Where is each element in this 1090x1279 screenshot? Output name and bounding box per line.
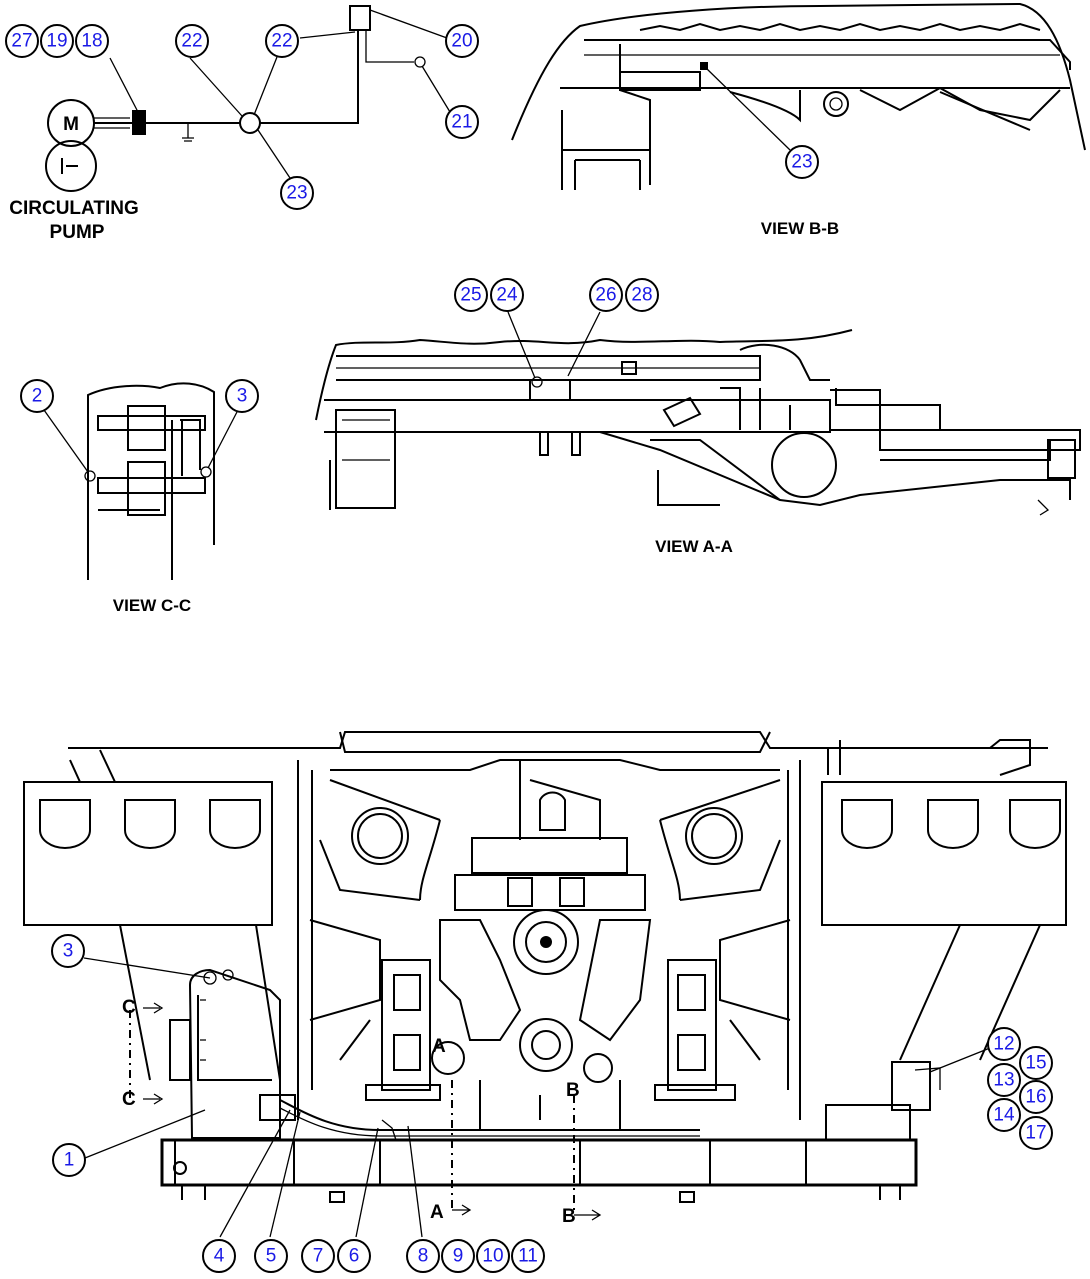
svg-text:14: 14 <box>993 1105 1015 1126</box>
callout-24: 24 <box>490 278 524 312</box>
svg-text:22: 22 <box>181 31 202 52</box>
svg-text:16: 16 <box>1025 1087 1046 1108</box>
callout-9: 9 <box>441 1239 475 1273</box>
svg-text:22: 22 <box>271 31 292 52</box>
svg-text:27: 27 <box>11 31 32 52</box>
callout-11: 11 <box>511 1239 545 1273</box>
svg-text:7: 7 <box>313 1246 324 1267</box>
svg-text:24: 24 <box>496 285 518 306</box>
section-c-top-label: C <box>122 997 136 1018</box>
callout-22-left: 22 <box>175 24 209 58</box>
svg-text:20: 20 <box>451 31 472 52</box>
view-aa-drawing: VIEW A-A <box>315 311 1081 556</box>
svg-text:5: 5 <box>266 1246 277 1267</box>
callout-3-view-cc: 3 <box>225 379 259 413</box>
svg-text:2: 2 <box>32 386 43 407</box>
svg-text:9: 9 <box>453 1246 464 1267</box>
callout-21: 21 <box>445 105 479 139</box>
callout-22-right: 22 <box>265 24 299 58</box>
svg-text:3: 3 <box>237 386 248 407</box>
svg-text:10: 10 <box>482 1246 503 1267</box>
callout-15: 15 <box>1019 1046 1053 1080</box>
view-bb-drawing: VIEW B-B <box>511 2 1086 238</box>
callout-6: 6 <box>337 1239 371 1273</box>
svg-text:3: 3 <box>63 941 74 962</box>
section-b-label: B <box>562 1206 576 1227</box>
callout-8: 8 <box>406 1239 440 1273</box>
svg-text:25: 25 <box>460 285 481 306</box>
circulating-pump-label-line1: CIRCULATING <box>9 198 138 219</box>
callout-17: 17 <box>1019 1116 1053 1150</box>
motor-symbol: M <box>63 114 79 135</box>
section-b-small-label: B <box>566 1080 580 1101</box>
svg-text:28: 28 <box>631 285 652 306</box>
main-machine-view: C C A B A B <box>23 731 1067 1238</box>
svg-text:11: 11 <box>518 1246 538 1267</box>
callout-10: 10 <box>476 1239 510 1273</box>
callout-20: 20 <box>445 24 479 58</box>
callout-2: 2 <box>20 379 54 413</box>
svg-text:12: 12 <box>993 1034 1014 1055</box>
svg-text:4: 4 <box>214 1246 225 1267</box>
svg-text:6: 6 <box>349 1246 360 1267</box>
svg-text:21: 21 <box>451 112 472 133</box>
section-c-bottom-label: C <box>122 1089 136 1110</box>
view-cc-label: VIEW C-C <box>113 596 191 615</box>
section-a-label: A <box>430 1202 444 1223</box>
callout-1: 1 <box>52 1143 86 1177</box>
svg-text:15: 15 <box>1025 1053 1046 1074</box>
callout-23-schematic: 23 <box>280 176 314 210</box>
callout-26: 26 <box>589 278 623 312</box>
callout-4: 4 <box>202 1239 236 1273</box>
callout-12: 12 <box>987 1027 1021 1061</box>
callout-7: 7 <box>301 1239 335 1273</box>
callout-16: 16 <box>1019 1080 1053 1114</box>
view-cc-drawing: VIEW C-C <box>43 382 239 615</box>
svg-text:23: 23 <box>791 152 812 173</box>
callout-3-main: 3 <box>51 934 85 968</box>
view-aa-label: VIEW A-A <box>655 537 733 556</box>
callout-5: 5 <box>254 1239 288 1273</box>
callout-28: 28 <box>625 278 659 312</box>
svg-text:26: 26 <box>595 285 616 306</box>
svg-text:18: 18 <box>81 31 102 52</box>
svg-text:19: 19 <box>46 31 67 52</box>
callout-18: 18 <box>75 24 109 58</box>
callout-13: 13 <box>987 1063 1021 1097</box>
svg-text:1: 1 <box>64 1150 75 1171</box>
callout-23-view-bb: 23 <box>785 145 819 179</box>
svg-text:23: 23 <box>286 183 307 204</box>
view-bb-label: VIEW B-B <box>761 219 839 238</box>
circulating-pump-label-line2: PUMP <box>50 222 105 243</box>
wiring-schematic: M CIRCULATING PUMP <box>9 5 451 243</box>
callout-14: 14 <box>987 1098 1021 1132</box>
callout-25: 25 <box>454 278 488 312</box>
svg-text:8: 8 <box>418 1246 429 1267</box>
svg-text:17: 17 <box>1025 1123 1046 1144</box>
svg-text:13: 13 <box>993 1070 1014 1091</box>
section-a-small-label: A <box>432 1036 446 1057</box>
callout-27: 27 <box>5 24 39 58</box>
callout-19: 19 <box>40 24 74 58</box>
